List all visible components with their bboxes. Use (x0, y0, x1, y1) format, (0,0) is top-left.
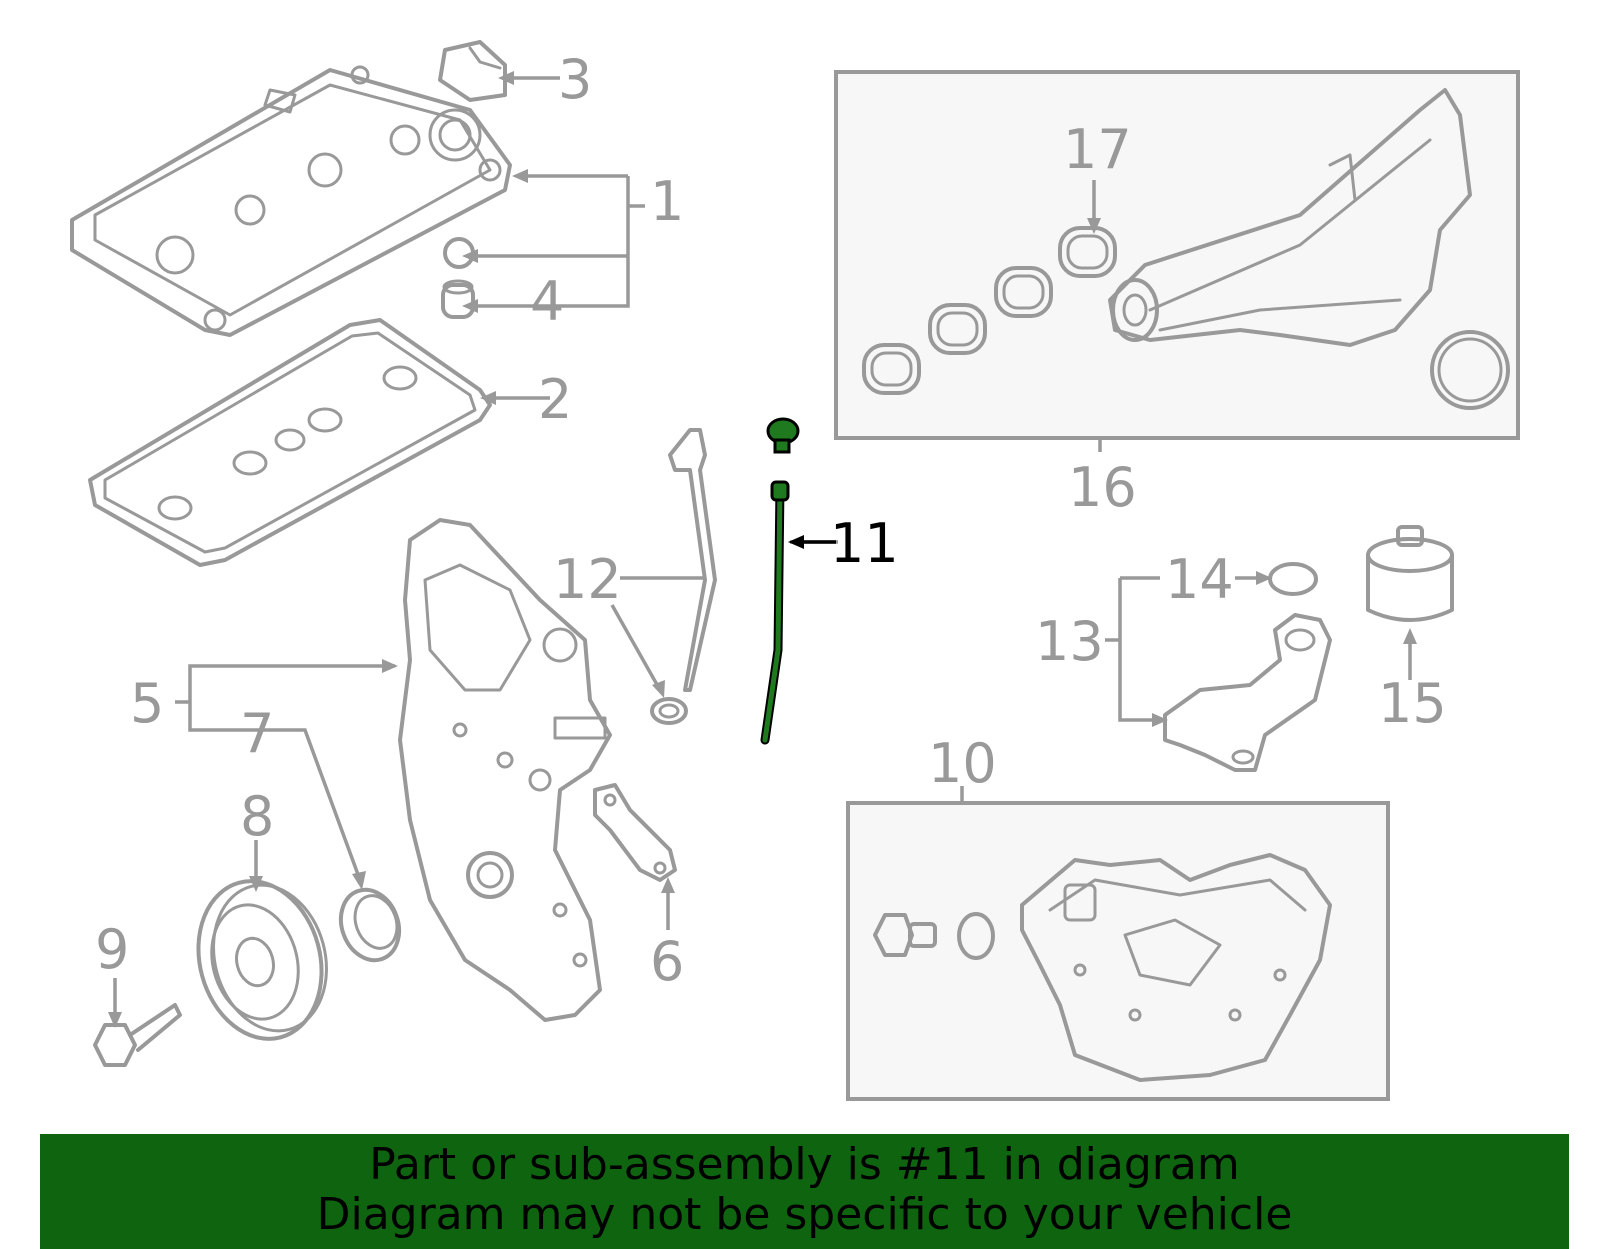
part-o-ring[interactable] (1268, 562, 1318, 596)
callout-6: 6 (650, 930, 684, 993)
part-crank-pulley[interactable] (181, 867, 342, 1053)
callout-2: 2 (538, 368, 572, 431)
part-intake-manifold[interactable] (1108, 88, 1510, 410)
callout-9: 9 (95, 918, 129, 981)
callout-15: 15 (1378, 672, 1447, 735)
callout-7: 7 (240, 702, 274, 765)
part-front-seal[interactable] (331, 882, 408, 969)
arrowheads (108, 71, 1417, 1028)
part-intake-gaskets[interactable] (862, 226, 1117, 395)
callout-10: 10 (928, 732, 997, 795)
callout-3: 3 (558, 48, 592, 111)
callout-16: 16 (1068, 456, 1137, 519)
part-cap[interactable] (438, 40, 507, 102)
callout-4: 4 (530, 270, 564, 333)
part-oil-pan[interactable] (1020, 853, 1332, 1082)
part-drain-washer[interactable] (957, 912, 995, 960)
callout-14: 14 (1165, 548, 1234, 611)
callout-13: 13 (1035, 610, 1104, 673)
banner-line-1: Part or sub-assembly is #11 in diagram (369, 1139, 1240, 1190)
part-drain-plug[interactable] (873, 913, 937, 957)
part-oil-filter[interactable] (1366, 525, 1454, 622)
oil-pan-box (846, 801, 1390, 1101)
banner-line-2: Diagram may not be specific to your vehi… (316, 1189, 1293, 1240)
info-banner: Part or sub-assembly is #11 in diagram D… (40, 1134, 1569, 1249)
part-pulley-bolt[interactable] (93, 1003, 182, 1067)
part-oil-filter-housing[interactable] (1163, 613, 1332, 772)
callout-11: 11 (830, 512, 899, 575)
part-valve-cover[interactable] (70, 65, 512, 337)
part-valve-cover-gasket[interactable] (88, 318, 492, 567)
callout-17: 17 (1063, 118, 1132, 181)
callout-8: 8 (240, 785, 274, 848)
callout-12: 12 (553, 548, 622, 611)
part-dipstick-highlighted[interactable] (760, 417, 800, 745)
part-bracket[interactable] (593, 783, 677, 882)
callout-5: 5 (130, 672, 164, 735)
part-dipstick-tube[interactable] (650, 428, 717, 725)
arrowhead-11 (788, 535, 804, 549)
callout-1: 1 (650, 170, 684, 233)
part-timing-cover[interactable] (398, 518, 612, 1022)
